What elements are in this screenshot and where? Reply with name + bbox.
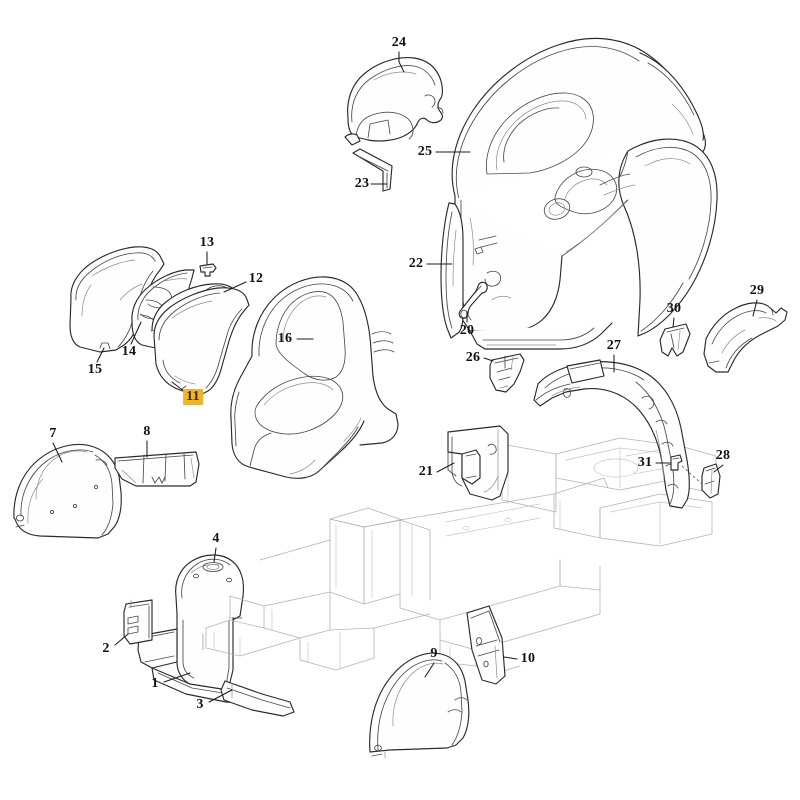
callout-number-24: 24 xyxy=(391,35,407,50)
callout-number-1: 1 xyxy=(151,676,159,691)
part-15-left-console-cover xyxy=(69,246,165,353)
callout-number-27: 27 xyxy=(606,338,622,353)
part-2-bumper-end-bracket xyxy=(123,599,153,645)
part-10-fender-support-bracket xyxy=(466,605,506,685)
callout-number-22: 22 xyxy=(408,256,424,271)
callout-number-29: 29 xyxy=(749,283,765,298)
part-13-panel-clip xyxy=(199,263,217,277)
part-29-right-rear-splash-guard xyxy=(703,302,788,373)
callout-number-12: 12 xyxy=(248,271,264,286)
part-4-hood-nose-cone xyxy=(175,554,245,622)
callout-number-25: 25 xyxy=(417,144,433,159)
part-23-hood-prop-rod xyxy=(352,148,393,192)
callout-number-15: 15 xyxy=(87,362,103,377)
part-11-right-console-cover xyxy=(153,287,250,396)
part-24-hood-top-cap xyxy=(344,57,444,146)
callout-number-10: 10 xyxy=(520,651,536,666)
callout-number-30: 30 xyxy=(666,301,682,316)
part-16-operator-seat xyxy=(230,276,399,479)
part-31-fastener-clip xyxy=(670,454,683,471)
callout-number-28: 28 xyxy=(715,448,731,463)
callout-number-26: 26 xyxy=(465,350,481,365)
part-9-right-rear-fender xyxy=(369,652,470,759)
callout-number-11: 11 xyxy=(183,389,203,405)
callout-number-14: 14 xyxy=(121,344,137,359)
callout-number-4: 4 xyxy=(212,531,220,546)
part-26-rear-fender-bracket xyxy=(489,353,525,393)
part-8-fender-step-plate xyxy=(114,451,200,487)
callout-number-8: 8 xyxy=(143,424,151,439)
callout-number-2: 2 xyxy=(102,641,110,656)
part-7-left-rear-fender xyxy=(13,444,122,539)
callout-leader-lines xyxy=(52,51,758,703)
callout-number-13: 13 xyxy=(199,235,215,250)
callout-number-31: 31 xyxy=(637,455,653,470)
part-30-corner-gusset xyxy=(659,323,691,357)
callout-number-16: 16 xyxy=(277,331,293,346)
callout-number-23: 23 xyxy=(354,176,370,191)
part-27-rear-fender-arch xyxy=(533,359,690,509)
chassis-frame-background xyxy=(205,437,717,673)
callout-number-20: 20 xyxy=(459,323,475,338)
callout-number-7: 7 xyxy=(49,426,57,441)
callout-number-3: 3 xyxy=(196,697,204,712)
part-21-chassis-side-panel xyxy=(447,425,509,501)
callout-number-21: 21 xyxy=(418,464,434,479)
part-22-hood-side-panel xyxy=(440,202,464,339)
callout-number-9: 9 xyxy=(430,646,438,661)
part-3-lower-bumper-trim xyxy=(220,680,295,717)
part-25-engine-hood xyxy=(451,37,718,350)
part-28-small-trim-clip xyxy=(701,463,721,499)
part-20-hood-latch-pin xyxy=(458,281,488,319)
